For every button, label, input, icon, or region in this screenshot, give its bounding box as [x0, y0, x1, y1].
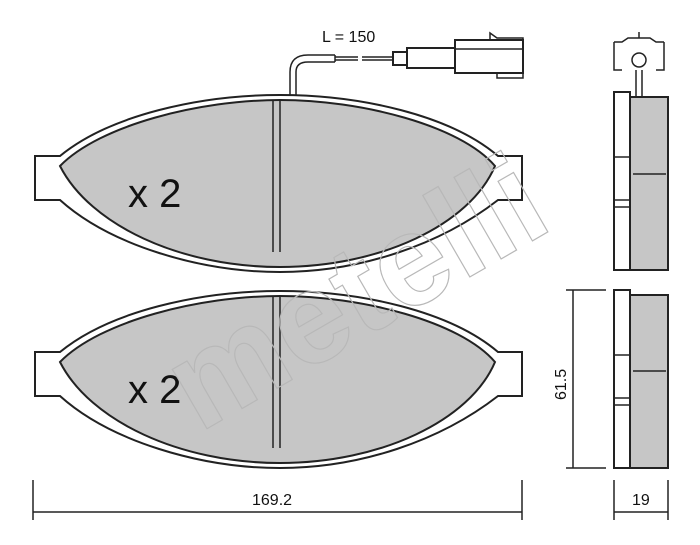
dimension-height [566, 289, 606, 469]
bottom-pad-quantity: x 2 [128, 368, 181, 412]
bottom-brake-pad [34, 289, 523, 470]
top-pad-quantity: x 2 [128, 172, 181, 216]
dimension-width [32, 480, 523, 520]
wear-sensor-length-label: L = 150 [322, 29, 375, 46]
side-view-top [613, 32, 669, 271]
height-dimension-label: 61.5 [553, 369, 570, 400]
width-dimension-label: 169.2 [252, 492, 292, 509]
side-view-bottom [613, 289, 669, 469]
dimension-thickness [613, 480, 669, 520]
thickness-dimension-label: 19 [632, 492, 650, 509]
top-brake-pad [34, 31, 524, 274]
